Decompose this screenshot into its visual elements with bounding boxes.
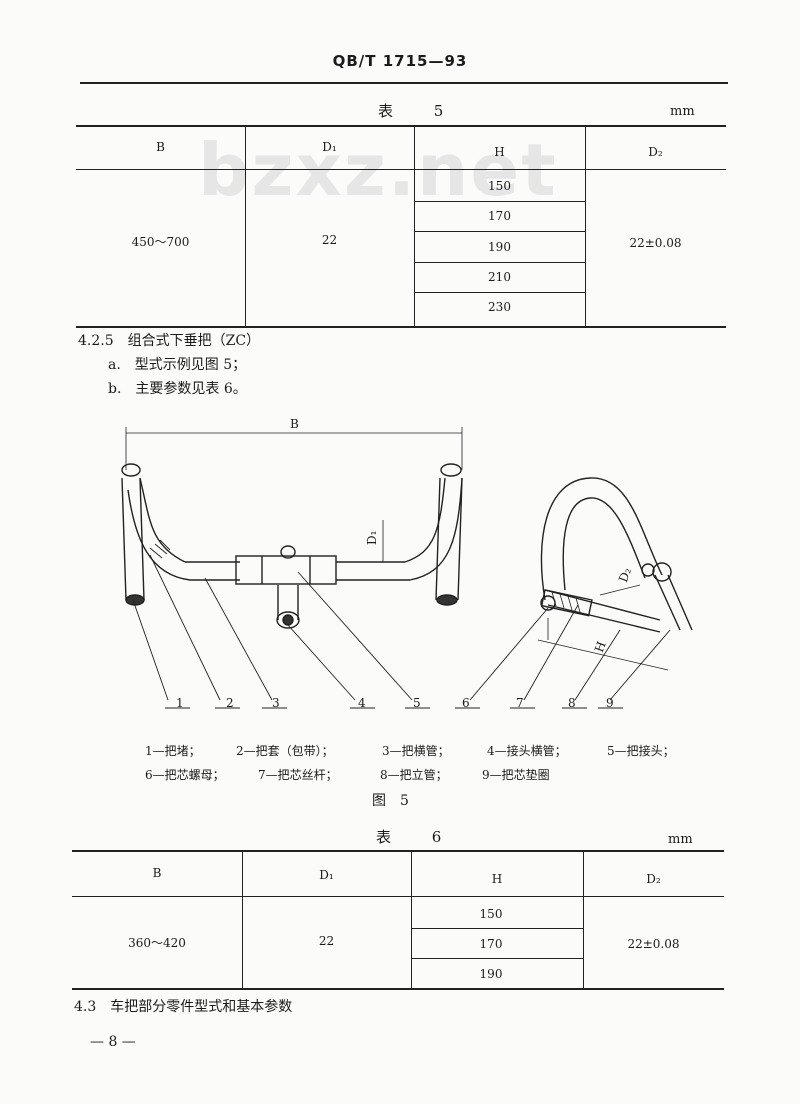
table6-H-row: 190 bbox=[479, 967, 503, 981]
dim-D2-label: D₂ bbox=[616, 566, 634, 585]
table5-vline-2 bbox=[414, 125, 415, 327]
table6-header-B: B bbox=[152, 866, 162, 880]
table6-D2-value: 22±0.08 bbox=[627, 937, 680, 951]
table5-hrow-4 bbox=[414, 292, 585, 293]
table6-vline-2 bbox=[411, 850, 412, 989]
table5-header-B: B bbox=[156, 140, 165, 154]
table6-header-H: H bbox=[491, 872, 503, 886]
section-4-2-5-item-a: a. 型式示例见图 5； bbox=[108, 357, 247, 373]
legend-item: 8—把立管； bbox=[380, 768, 448, 782]
table6-bottom-rule bbox=[72, 988, 724, 990]
legend-item: 1—把堵； bbox=[145, 744, 201, 758]
legend-item: 4—接头横管； bbox=[487, 744, 567, 758]
dim-H-label: H bbox=[592, 640, 609, 655]
table5-H-row: 190 bbox=[488, 240, 511, 254]
table5-vline-3 bbox=[585, 125, 586, 327]
table5-header-D1: D₁ bbox=[322, 140, 337, 154]
section-4-2-5-item-b: b. 主要参数见表 6。 bbox=[108, 381, 247, 397]
section-4-2-5-title: 4.2.5 组合式下垂把（ZC） bbox=[78, 333, 261, 349]
section-4-3-title: 4.3 车把部分零件型式和基本参数 bbox=[74, 999, 293, 1015]
standard-code: QB/T 1715—93 bbox=[332, 52, 468, 70]
callout-5: 5 bbox=[413, 696, 421, 710]
legend-item: 2—把套（包带）； bbox=[236, 744, 334, 758]
table6-vline-3 bbox=[583, 850, 584, 989]
table5-vline-1 bbox=[245, 125, 246, 327]
table5-hrow-1 bbox=[414, 201, 585, 202]
table5-H-row: 150 bbox=[488, 179, 511, 193]
table5-header-H: H bbox=[494, 145, 505, 159]
table5-H-row: 170 bbox=[488, 209, 511, 223]
table5-caption: 表 5 bbox=[378, 102, 462, 120]
table6-vline-1 bbox=[242, 850, 243, 989]
table6-D1-value: 22 bbox=[318, 934, 335, 948]
table6-caption: 表 6 bbox=[376, 828, 460, 846]
table5-D2-value: 22±0.08 bbox=[629, 236, 682, 250]
table6-H-row: 170 bbox=[479, 937, 503, 951]
figure5-caption: 图 5 bbox=[372, 793, 409, 809]
table6-hrow-1 bbox=[411, 928, 583, 929]
table5-B-value: 450～700 bbox=[131, 235, 190, 249]
table6-top-rule bbox=[72, 850, 724, 852]
figure5-handlebar-drawing: B D₁ D₂ H 1 2 3 4 5 6 7 8 9 bbox=[121, 417, 693, 710]
page-number: — 8 — bbox=[90, 1034, 136, 1050]
callout-3: 3 bbox=[272, 696, 280, 710]
legend-item: 6—把芯螺母； bbox=[145, 768, 225, 782]
table6-H-row: 150 bbox=[479, 907, 503, 921]
callout-4: 4 bbox=[358, 696, 366, 710]
table6-head-rule bbox=[72, 896, 724, 897]
legend-item: 3—把横管； bbox=[382, 744, 450, 758]
callout-7: 7 bbox=[516, 696, 524, 710]
table6-B-value: 360～420 bbox=[128, 936, 186, 950]
table5-H-row: 210 bbox=[488, 270, 511, 284]
table5-head-rule bbox=[76, 169, 726, 170]
callout-1: 1 bbox=[176, 696, 184, 710]
watermark: bzxz.net bbox=[198, 128, 558, 212]
table6-unit: mm bbox=[668, 832, 693, 847]
legend-item: 9—把芯垫圈 bbox=[482, 768, 550, 782]
header-rule bbox=[80, 82, 728, 84]
table5-unit: mm bbox=[670, 104, 695, 119]
table6-header-D2: D₂ bbox=[646, 872, 661, 886]
table5-D1-value: 22 bbox=[321, 233, 338, 247]
legend-item: 7—把芯丝杆； bbox=[258, 768, 338, 782]
callout-9: 9 bbox=[606, 696, 614, 710]
table6-header-D1: D₁ bbox=[319, 868, 334, 882]
table5-header-D2: D₂ bbox=[648, 145, 663, 159]
table5-hrow-3 bbox=[414, 262, 585, 263]
table5-top-rule bbox=[76, 125, 726, 127]
dim-D1-label: D₁ bbox=[365, 531, 379, 545]
dim-B-label: B bbox=[290, 417, 299, 431]
table6-hrow-2 bbox=[411, 958, 583, 959]
legend-item: 5—把接头； bbox=[607, 744, 675, 758]
callout-2: 2 bbox=[226, 696, 234, 710]
table5-H-row: 230 bbox=[488, 300, 511, 314]
table5-hrow-2 bbox=[414, 231, 585, 232]
callout-6: 6 bbox=[462, 696, 470, 710]
callout-8: 8 bbox=[568, 696, 576, 710]
table5-bottom-rule bbox=[76, 326, 726, 328]
